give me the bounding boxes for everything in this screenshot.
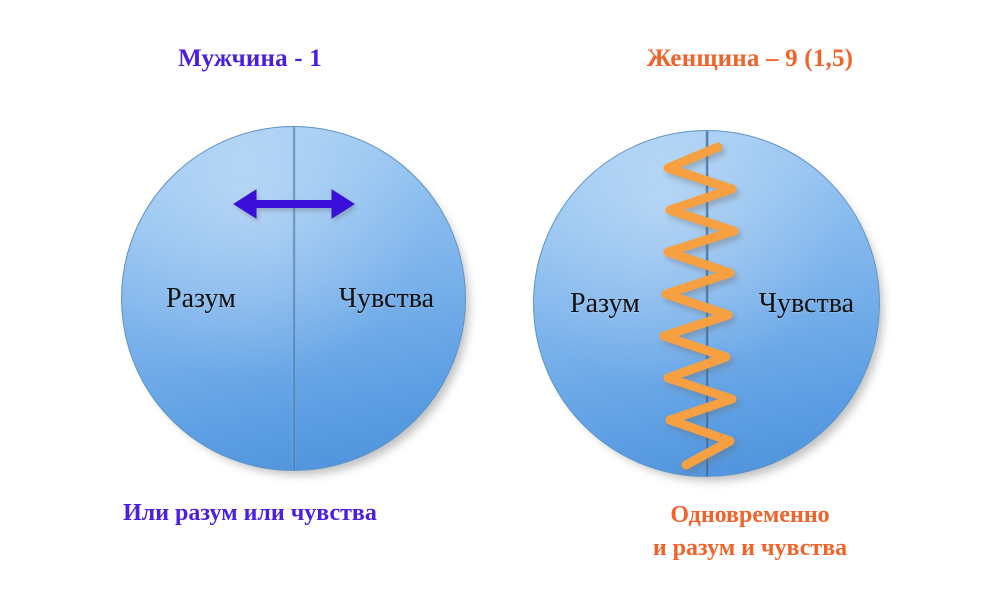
male-circle <box>121 126 466 471</box>
panel-male-title: Мужчина - 1 <box>178 45 322 72</box>
male-caption-line-1: Или разум или чувства <box>123 500 377 526</box>
panel-female-title: Женщина – 9 (1,5) <box>646 45 854 72</box>
double-headed-arrow-icon <box>232 189 355 219</box>
panel-male: Мужчина - 1 Разум Чувства Или разум или … <box>0 45 500 530</box>
male-caption: Или разум или чувства <box>0 497 500 530</box>
zigzag-wave-icon <box>659 142 738 470</box>
female-circle-group: Разум Чувства <box>533 130 880 477</box>
male-circle-group: Разум Чувства <box>121 126 466 471</box>
female-caption-line-2: и разум и чувства <box>652 535 848 561</box>
panel-female: Женщина – 9 (1,5) Разум Чувства Одноврем… <box>500 0 1000 600</box>
female-caption: Одновременно и разум и чувства <box>500 499 1000 565</box>
male-circle-divider <box>291 127 296 470</box>
female-caption-line-1: Одновременно <box>670 502 830 528</box>
